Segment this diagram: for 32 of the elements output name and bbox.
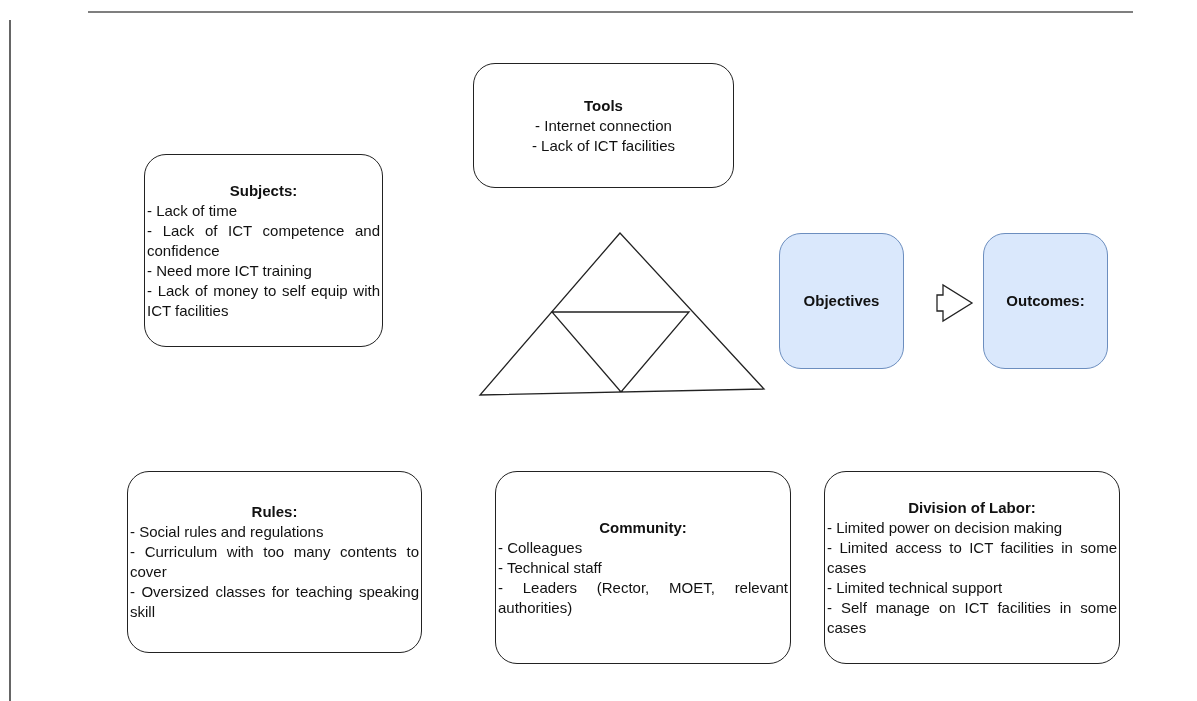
box-heading: Tools — [584, 95, 623, 116]
outcomes-box — [983, 233, 1108, 369]
triangle-drawing — [478, 232, 766, 396]
rules-box — [127, 471, 422, 653]
list-item: - Lack of ICT facilities — [531, 135, 676, 156]
box-heading: Community: — [598, 517, 688, 538]
list-item: - Technical staff — [498, 557, 603, 578]
list-item: - Need more ICT training — [147, 260, 313, 281]
block-arrow — [936, 283, 974, 323]
list-item: - Lack of ICT competence and confidence — [147, 220, 380, 261]
list-item: - Lack of time — [147, 200, 239, 221]
subjects-box — [144, 154, 383, 347]
list-item: - Lack of money to self equip with ICT facilities — [147, 280, 380, 321]
box-heading: Outcomes: — [1006, 291, 1085, 311]
box-heading: Division of Labor: — [907, 497, 1037, 518]
list-item: - Social rules and regulations — [130, 522, 325, 542]
community-box — [495, 471, 791, 664]
tools-box — [473, 63, 734, 188]
list-item: - Colleagues — [498, 537, 584, 558]
box-heading: Objectives — [803, 291, 880, 311]
list-item: - Internet connection — [535, 115, 672, 136]
objectives-box — [779, 233, 904, 369]
list-item: - Limited power on decision making — [827, 517, 1064, 538]
list-item: - Limited technical support — [827, 577, 1004, 598]
list-item: - Curriculum with too many contents to cover — [130, 542, 419, 582]
list-item: - Limited access to ICT facilities in some cases — [827, 537, 1117, 578]
list-item: - Oversized classes for teaching speaking skill — [130, 582, 419, 622]
list-item: - Leaders (Rector, MOET, relevant authorities) — [498, 577, 788, 618]
list-item: - Self manage on ICT facilities in some cases — [827, 597, 1117, 638]
box-heading: Subjects: — [228, 180, 299, 201]
box-heading: Rules: — [250, 502, 299, 522]
division-of-labor-box — [824, 471, 1120, 664]
